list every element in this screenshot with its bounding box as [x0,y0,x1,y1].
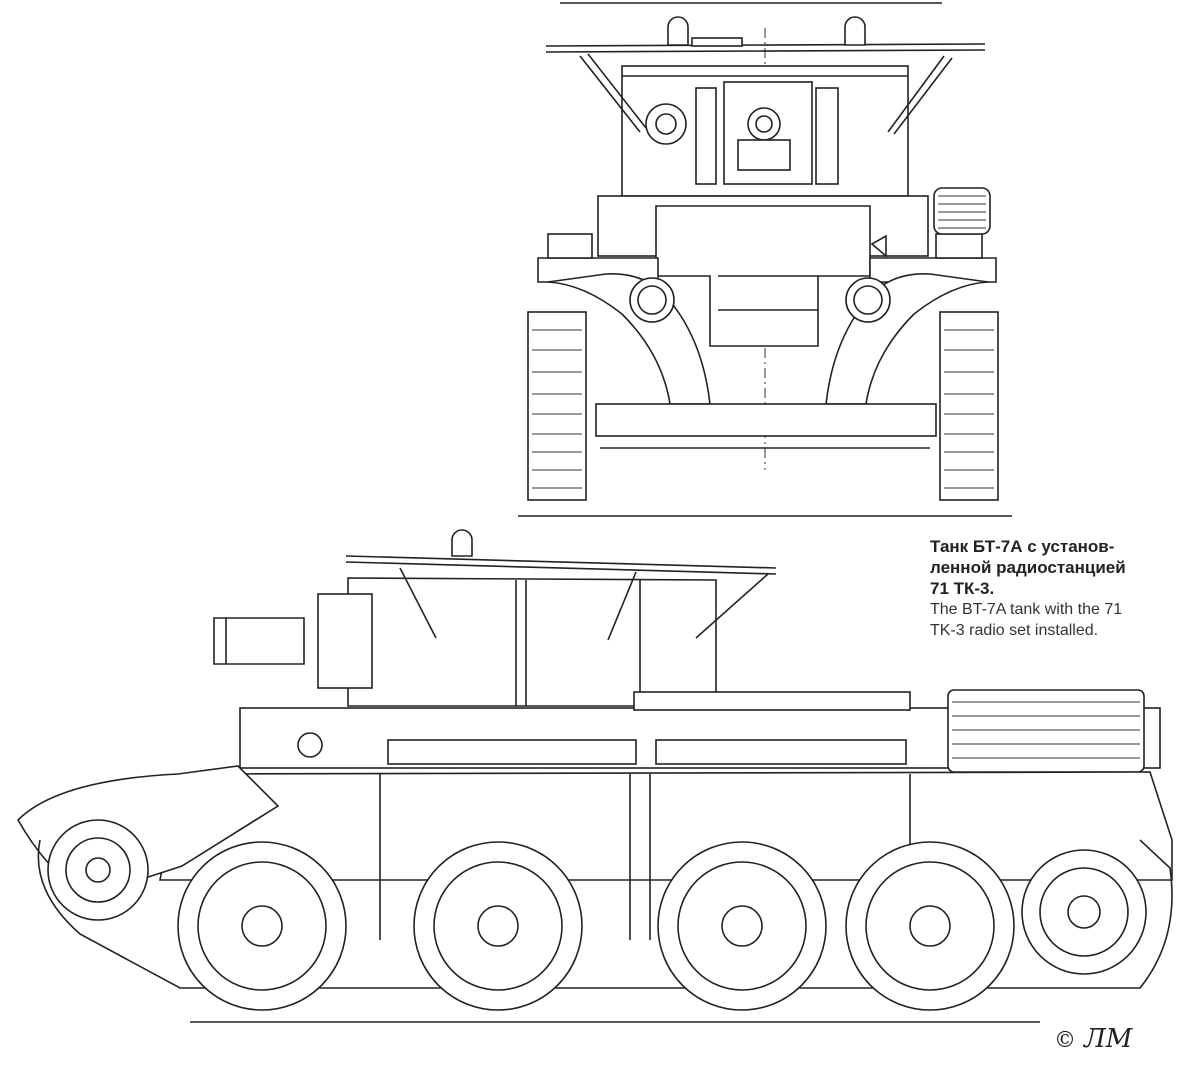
main-gun-muzzle [747,107,781,141]
author-signature: ЛМ [1084,1024,1133,1054]
side-turret [347,577,717,707]
side-main-gun [213,617,305,665]
roof-light-left [667,16,689,46]
antenna-rail [545,43,986,47]
horn [870,234,887,258]
copyright-symbol: © [1054,1028,1076,1053]
track-right [939,311,999,501]
stowage-box-left [387,739,637,765]
copyright-mark: © ЛМ [1054,1024,1132,1054]
stowage-box-right [655,739,907,765]
side-track [37,839,1173,989]
side-roof-light [451,529,473,557]
antenna-strut-left [579,55,641,133]
roof-hatch [691,37,743,47]
caption: Танк БТ-7А с установ- ленной радиостанци… [930,536,1192,641]
roof-light-right [844,16,866,46]
drive-sprocket [1021,849,1147,975]
front-view [518,16,1012,517]
vision-port [645,103,687,145]
side-view [17,529,1173,1023]
caption-ru-line-1: Танк БТ-7А с установ- [930,537,1115,556]
side-antenna-rail [345,555,777,569]
hull-bottom [595,403,937,437]
road-wheel-1 [177,841,347,1011]
caption-en-line-1: The BT-7A tank with the 71 [930,601,1123,618]
engine-grille [633,691,911,711]
road-wheel-4 [845,841,1015,1011]
headlight-right [845,277,891,323]
caption-en-line-2: TK-3 radio set installed. [930,622,1099,639]
coiled-tarp [933,187,991,235]
road-wheel-3 [657,841,827,1011]
track-left [527,311,587,501]
road-wheel-2 [413,841,583,1011]
side-headlight [297,732,323,758]
idler-wheel [47,819,149,921]
antenna-strut-right [887,55,945,133]
caption-ru-line-3: 71 ТК-3. [930,579,995,598]
side-mantlet [317,593,373,689]
caption-ru-line-2: ленной радиостанцией [930,558,1126,577]
headlight-left [629,277,675,323]
